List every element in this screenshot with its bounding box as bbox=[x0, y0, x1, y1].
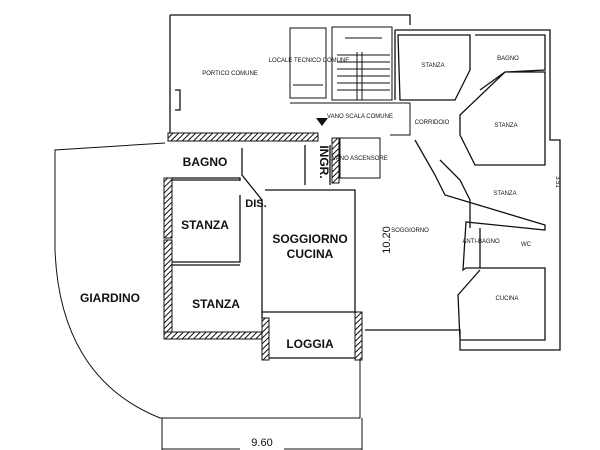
wc-label: WC bbox=[521, 242, 532, 248]
soggiorno-right-label: SOGGIORNO bbox=[391, 228, 429, 234]
soggiorno-label-1: SOGGIORNO bbox=[272, 232, 347, 246]
stanza-1-label: STANZA bbox=[181, 218, 229, 232]
wall-bottom-left bbox=[163, 331, 270, 340]
ingresso-label: INGR. bbox=[317, 145, 331, 178]
wall-left-upper bbox=[163, 177, 173, 239]
loggia-label: LOGGIA bbox=[286, 337, 334, 351]
stanza-mid-label: STANZA bbox=[494, 123, 517, 129]
vano-scala-label: VANO SCALA COMUNE bbox=[327, 114, 393, 120]
dimension-height: 10.20 bbox=[381, 226, 393, 254]
right-unit-outline bbox=[365, 29, 561, 351]
wall-ingr-right bbox=[331, 137, 340, 184]
giardino-label: GIARDINO bbox=[80, 291, 140, 305]
stair-lobby-outline bbox=[290, 102, 411, 136]
soggiorno-label-2: CUCINA bbox=[287, 247, 334, 261]
anti-bagno-label: ANTI-BAGNO bbox=[462, 239, 500, 245]
wall-loggia-left bbox=[261, 317, 270, 361]
stanza-2-label: STANZA bbox=[192, 297, 240, 311]
stair-outline bbox=[331, 26, 393, 101]
lift-outline bbox=[339, 137, 381, 179]
interior-walls bbox=[172, 145, 356, 359]
dimension-line-bottom bbox=[161, 418, 363, 450]
wall-top bbox=[167, 132, 319, 142]
dimension-side: 3.51 bbox=[554, 176, 560, 188]
stanza-top-label: STANZA bbox=[421, 63, 444, 69]
bagno-label: BAGNO bbox=[183, 155, 228, 169]
garden-outline bbox=[54, 142, 361, 419]
locale-tecnico-outline bbox=[289, 27, 327, 99]
portico-label: PORTICO COMUNE bbox=[202, 71, 258, 77]
entrance-arrow-icon bbox=[316, 118, 328, 126]
locale-tecnico-label: LOCALE TECNICO COMUNE bbox=[269, 58, 350, 64]
wall-left-lower bbox=[163, 239, 173, 339]
bagno-right-label: BAGNO bbox=[497, 56, 519, 62]
stanza-low-label: STANZA bbox=[493, 191, 516, 197]
corridoio-label: CORRIDOIO bbox=[415, 120, 450, 126]
disimpegno-label: DIS. bbox=[245, 198, 266, 210]
cucina-right-label: CUCINA bbox=[495, 296, 518, 302]
dimension-width: 9.60 bbox=[251, 437, 272, 449]
portico-outline bbox=[169, 14, 411, 133]
wall-loggia-right bbox=[354, 311, 363, 361]
vano-ascensore-label: VANO ASCENSORE bbox=[332, 156, 388, 162]
